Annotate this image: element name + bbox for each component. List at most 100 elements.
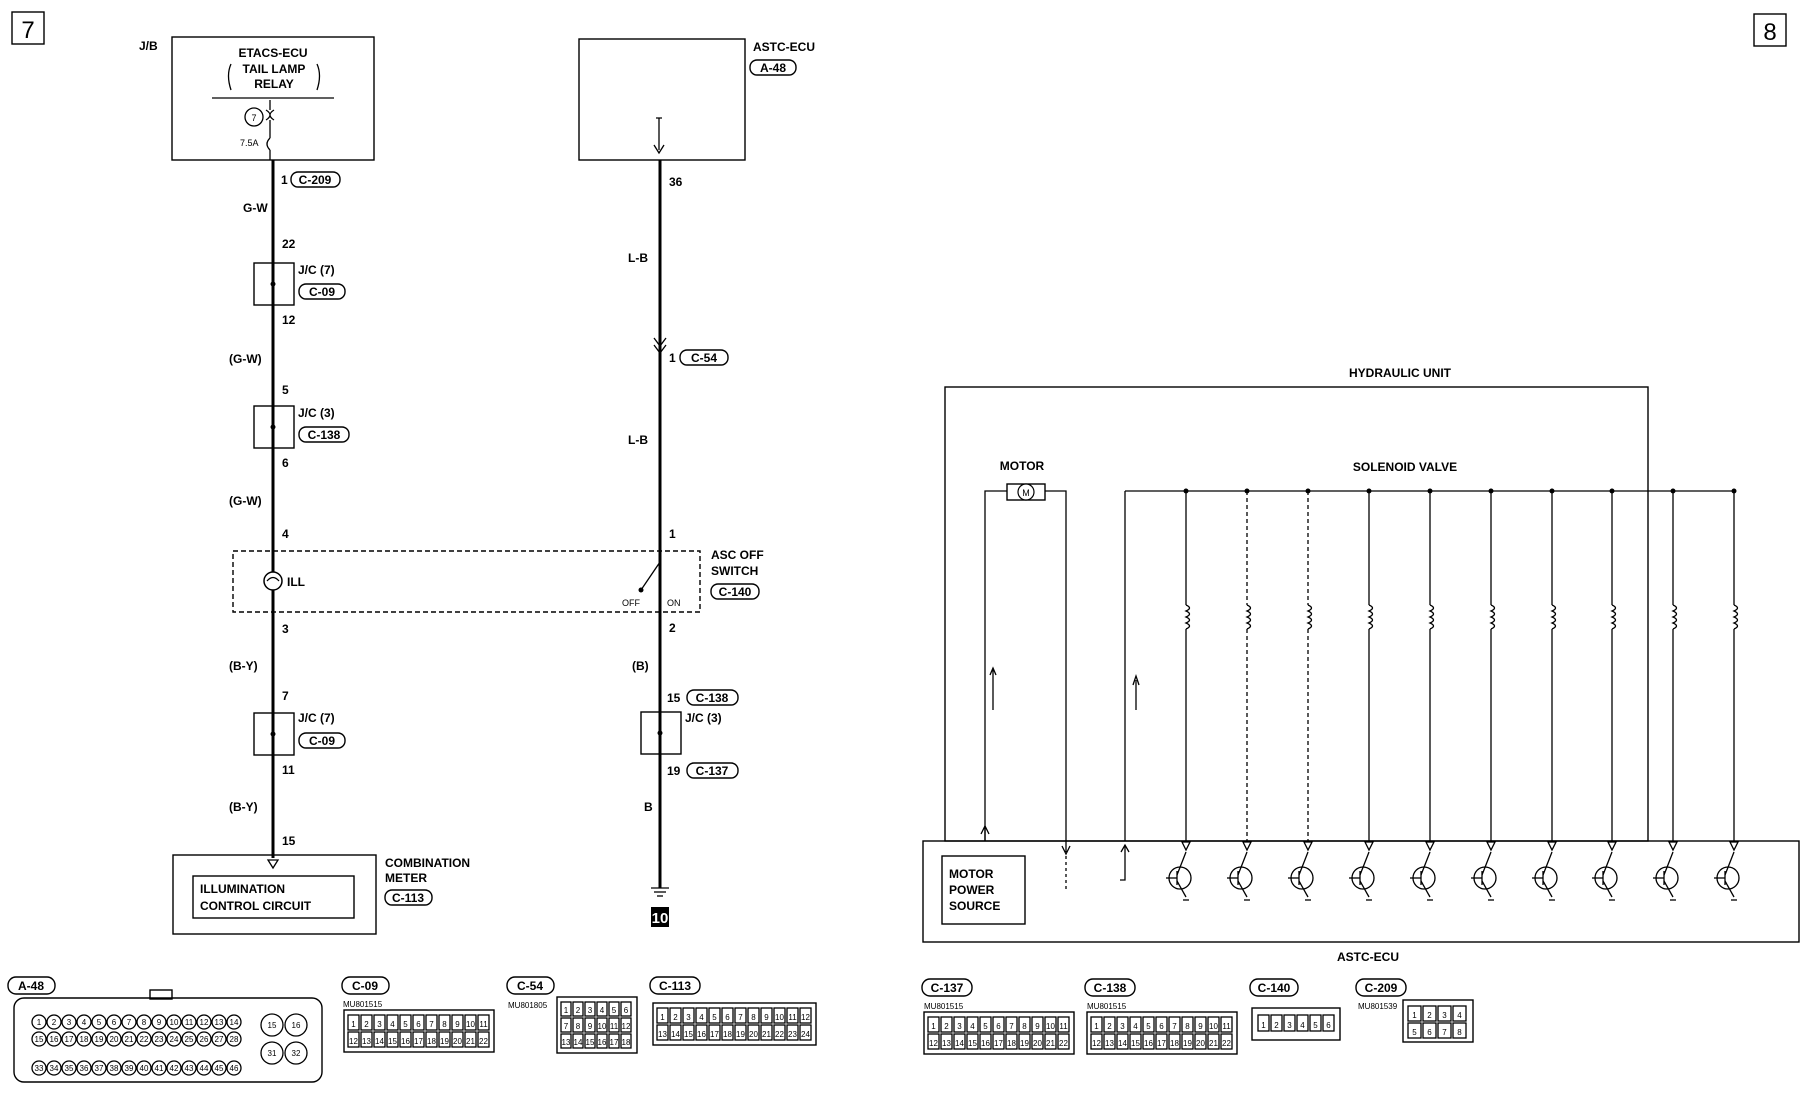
svg-text:12: 12	[349, 1037, 358, 1046]
svg-text:2: 2	[364, 1020, 369, 1029]
svg-text:2: 2	[1274, 1021, 1279, 1030]
solenoid-coil-icon	[1180, 488, 1192, 852]
svg-text:21: 21	[1046, 1039, 1055, 1048]
meter-circuit-2: CONTROL CIRCUIT	[200, 899, 312, 913]
svg-text:24: 24	[170, 1035, 179, 1044]
svg-text:40: 40	[140, 1064, 149, 1073]
meter-conn: C-113	[392, 891, 424, 905]
svg-text:1: 1	[564, 1006, 569, 1015]
jc3-in-pin: 7	[282, 689, 289, 703]
solenoid-coil-icon	[1728, 488, 1740, 852]
svg-text:20: 20	[453, 1037, 462, 1046]
etacs-sub2: RELAY	[254, 77, 294, 91]
svg-text:7: 7	[564, 1022, 569, 1031]
jc1-in-pin: 22	[282, 237, 296, 251]
svg-text:27: 27	[215, 1035, 224, 1044]
svg-text:19: 19	[1183, 1039, 1192, 1048]
svg-text:15: 15	[35, 1035, 44, 1044]
svg-text:6: 6	[624, 1006, 629, 1015]
svg-text:15: 15	[388, 1037, 397, 1046]
svg-text:10: 10	[170, 1018, 179, 1027]
solenoid-coil-icon	[1606, 488, 1618, 852]
transistor-icon	[1166, 851, 1192, 901]
wire-color-4: (B-Y)	[229, 659, 258, 673]
svg-text:31: 31	[268, 1049, 277, 1058]
svg-text:35: 35	[65, 1064, 74, 1073]
asc-off-switch-housing	[232, 550, 701, 613]
wire-color-lb-2: L-B	[628, 433, 648, 447]
astc-ecu-title-top: ASTC-ECU	[753, 40, 815, 54]
svg-text:16: 16	[697, 1030, 706, 1039]
solenoid-coil-icon	[1667, 488, 1679, 852]
jc-right-name: J/C (3)	[685, 711, 722, 725]
svg-text:19: 19	[736, 1030, 745, 1039]
svg-text:17: 17	[994, 1039, 1003, 1048]
svg-text:5: 5	[1146, 1022, 1151, 1031]
svg-text:18: 18	[723, 1030, 732, 1039]
svg-text:15: 15	[586, 1038, 595, 1047]
solenoid-valve-label: SOLENOID VALVE	[1353, 460, 1457, 474]
svg-text:26: 26	[200, 1035, 209, 1044]
switch-title-2: SWITCH	[711, 564, 758, 578]
svg-text:34: 34	[50, 1064, 59, 1073]
svg-text:10: 10	[775, 1013, 784, 1022]
jc2-out-pin: 6	[282, 456, 289, 470]
svg-text:17: 17	[610, 1038, 619, 1047]
svg-text:17: 17	[414, 1037, 423, 1046]
svg-text:6: 6	[416, 1020, 421, 1029]
svg-text:44: 44	[200, 1064, 209, 1073]
jc3-out-pin: 11	[282, 763, 295, 777]
svg-text:C-140: C-140	[1258, 981, 1291, 995]
svg-text:15: 15	[968, 1039, 977, 1048]
wire-color-lb-1: L-B	[628, 251, 648, 265]
svg-text:2: 2	[944, 1022, 949, 1031]
svg-text:10: 10	[598, 1022, 607, 1031]
jc1-out-pin: 12	[282, 313, 296, 327]
pin-c209: 1	[281, 173, 288, 187]
hydraulic-unit-box	[944, 386, 1649, 842]
svg-text:4: 4	[699, 1013, 704, 1022]
svg-text:20: 20	[1033, 1039, 1042, 1048]
svg-text:7: 7	[1172, 1022, 1177, 1031]
svg-text:21: 21	[125, 1035, 134, 1044]
ground-icon	[651, 887, 669, 897]
svg-text:12: 12	[929, 1039, 938, 1048]
astc-ecu-box-bottom	[922, 840, 1800, 943]
wire-color-1: G-W	[243, 201, 268, 215]
svg-text:MU801539: MU801539	[1358, 1002, 1398, 1011]
svg-text:32: 32	[292, 1049, 301, 1058]
svg-text:13: 13	[362, 1037, 371, 1046]
svg-text:9: 9	[1198, 1022, 1203, 1031]
switch-in-pin: 1	[669, 527, 676, 541]
wire-color-5: (B-Y)	[229, 800, 258, 814]
ecu-pin-36: 36	[669, 175, 683, 189]
svg-text:11: 11	[1059, 1022, 1068, 1031]
svg-text:12: 12	[801, 1013, 810, 1022]
transistor-icon	[1410, 851, 1436, 901]
solenoid-coil-icon	[1424, 488, 1436, 852]
svg-text:37: 37	[95, 1064, 104, 1073]
fuse-number-circle	[244, 107, 264, 127]
svg-text:14: 14	[375, 1037, 384, 1046]
wire-color-b-1: (B)	[632, 659, 649, 673]
solenoid-valves	[1180, 488, 1740, 852]
fuse-number: 7	[251, 113, 256, 123]
svg-text:23: 23	[155, 1035, 164, 1044]
svg-text:16: 16	[981, 1039, 990, 1048]
svg-text:MU801515: MU801515	[343, 1000, 383, 1009]
svg-text:20: 20	[749, 1030, 758, 1039]
svg-text:21: 21	[1209, 1039, 1218, 1048]
svg-text:33: 33	[35, 1064, 44, 1073]
svg-text:9: 9	[764, 1013, 769, 1022]
ground-ref: 10	[652, 910, 669, 927]
svg-text:3: 3	[1120, 1022, 1125, 1031]
svg-text:1: 1	[1412, 1011, 1417, 1020]
svg-text:C-209: C-209	[1365, 981, 1398, 995]
transistor-icon	[1288, 851, 1314, 901]
svg-text:12: 12	[200, 1018, 209, 1027]
hydraulic-unit-title: HYDRAULIC UNIT	[1349, 366, 1452, 380]
jc2-in-pin: 5	[282, 383, 289, 397]
svg-text:8: 8	[442, 1020, 447, 1029]
